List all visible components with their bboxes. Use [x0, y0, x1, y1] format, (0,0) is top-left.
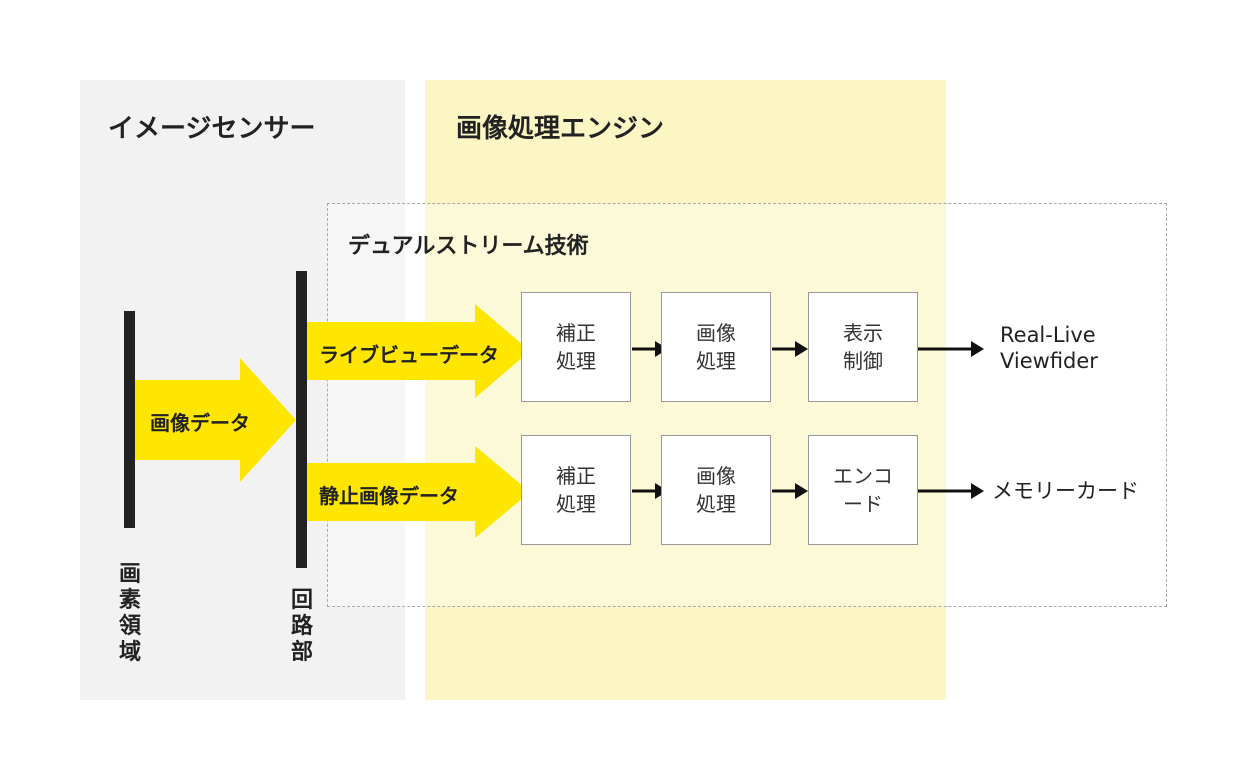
encode-label: エンコード — [833, 464, 893, 516]
still-processing-label: 画像処理 — [696, 464, 736, 516]
circuit-label: 回路部 — [290, 588, 313, 665]
dual-stream-title: デュアルストリーム技術 — [348, 234, 589, 259]
encode-block: エンコード — [808, 435, 918, 545]
live-correction-label: 補正処理 — [556, 321, 596, 373]
image-engine-title: 画像処理エンジン — [456, 114, 665, 144]
pixel-area-label: 画素領域 — [118, 562, 141, 665]
still-correction-block: 補正処理 — [521, 435, 631, 545]
memory-card-output-label: メモリーカード — [992, 479, 1139, 503]
image-data-arrow — [135, 358, 296, 482]
image-data-label: 画像データ — [150, 411, 250, 435]
live-correction-block: 補正処理 — [521, 292, 631, 402]
pixel-area-bar — [124, 311, 135, 528]
live-processing-label: 画像処理 — [696, 321, 736, 373]
live-processing-block: 画像処理 — [661, 292, 771, 402]
viewfinder-output-label: Real-Live Viewfider — [1000, 323, 1098, 373]
live-output-arrow — [918, 341, 984, 357]
circuit-bar — [296, 271, 307, 568]
still-correction-label: 補正処理 — [556, 464, 596, 516]
live-view-data-label: ライブビューデータ — [319, 343, 499, 367]
still-image-data-label: 静止画像データ — [319, 484, 459, 508]
still-image-data-arrow — [307, 446, 530, 538]
image-sensor-title: イメージセンサー — [108, 114, 316, 144]
display-control-label: 表示制御 — [843, 321, 883, 373]
display-control-block: 表示制御 — [808, 292, 918, 402]
live-connector-2 — [772, 341, 808, 357]
live-view-data-arrow — [307, 304, 530, 398]
still-processing-block: 画像処理 — [661, 435, 771, 545]
still-connector-2 — [772, 483, 808, 499]
still-output-arrow — [918, 483, 984, 499]
